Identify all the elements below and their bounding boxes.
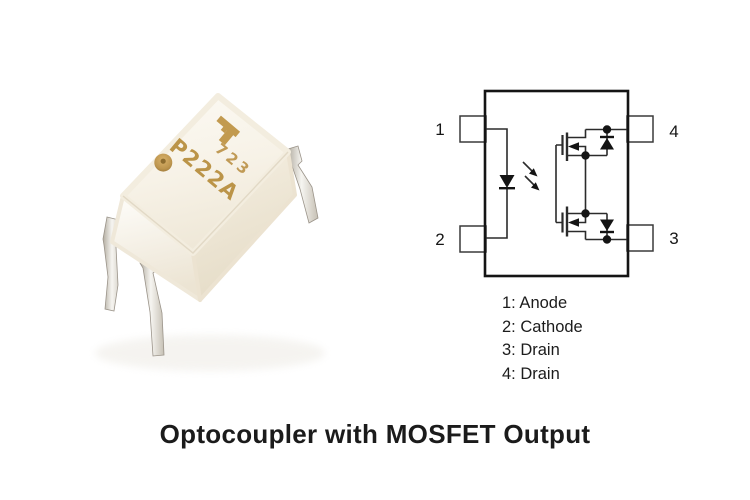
gate-bus-wire (555, 144, 563, 224)
mosfet-top-body-arrow (568, 142, 579, 151)
cathode-wire (486, 188, 508, 239)
pin-function-list: 1: Anode 2: Cathode 3: Drain 4: Drain (502, 292, 583, 387)
pin-list-item: 3: Drain (502, 341, 560, 360)
junction-dot-source-top (581, 151, 590, 160)
led-symbol (499, 175, 515, 188)
pin-list-item: 1: Anode (502, 294, 568, 312)
body-diode-bottom-bar (600, 230, 614, 234)
chip-photo: 723 P222A (50, 55, 370, 400)
anode-wire (486, 128, 508, 175)
pin-pad-1 (459, 115, 487, 143)
chip-pin-right (287, 145, 319, 224)
schematic-filled-symbols (499, 125, 614, 244)
body-diode-top-bar (600, 135, 614, 139)
pin-pad-2 (459, 225, 487, 253)
pin-number-3: 3 (669, 229, 678, 248)
pin-number-2: 2 (435, 230, 444, 249)
chip-seam-line (122, 151, 289, 254)
led-cathode-bar (499, 187, 515, 190)
pin-list-item: 2: Cathode (502, 317, 583, 336)
mosfet-bottom-drain-wire (567, 230, 627, 241)
junction-dot-source-bottom (581, 209, 590, 218)
pin1-indicator-dot-center (160, 158, 166, 164)
pinout-schematic: 1 2 4 3 (410, 75, 710, 290)
ic-body-outline (483, 89, 630, 278)
pin-number-1: 1 (435, 120, 444, 139)
chip-photo-svg: 723 P222A (95, 93, 325, 371)
page-title: Optocoupler with MOSFET Output (159, 419, 591, 449)
pin-number-4: 4 (669, 122, 678, 141)
junction-dot-drain-bottom (602, 235, 612, 244)
body-diode-bottom-symbol (600, 219, 614, 231)
toshiba-logo-icon (216, 115, 241, 146)
chip-body (110, 93, 297, 302)
body-diode-top-symbol (600, 138, 614, 150)
light-arrow-1-head (529, 168, 538, 177)
light-arrow-2-head (531, 182, 540, 191)
pin-pad-3 (626, 224, 654, 252)
mosfet-bottom-body-arrow (568, 218, 579, 227)
pin-pad-4 (626, 115, 654, 143)
junction-dot-drain-top (602, 125, 612, 134)
schematic-pin-numbers: 1 2 4 3 (435, 120, 678, 249)
mosfet-top-drain-wire (567, 128, 627, 139)
chip-shadow (95, 335, 325, 371)
schematic-svg: 1 2 4 3 (435, 89, 679, 278)
pin-list-item: 4: Drain (502, 365, 560, 384)
